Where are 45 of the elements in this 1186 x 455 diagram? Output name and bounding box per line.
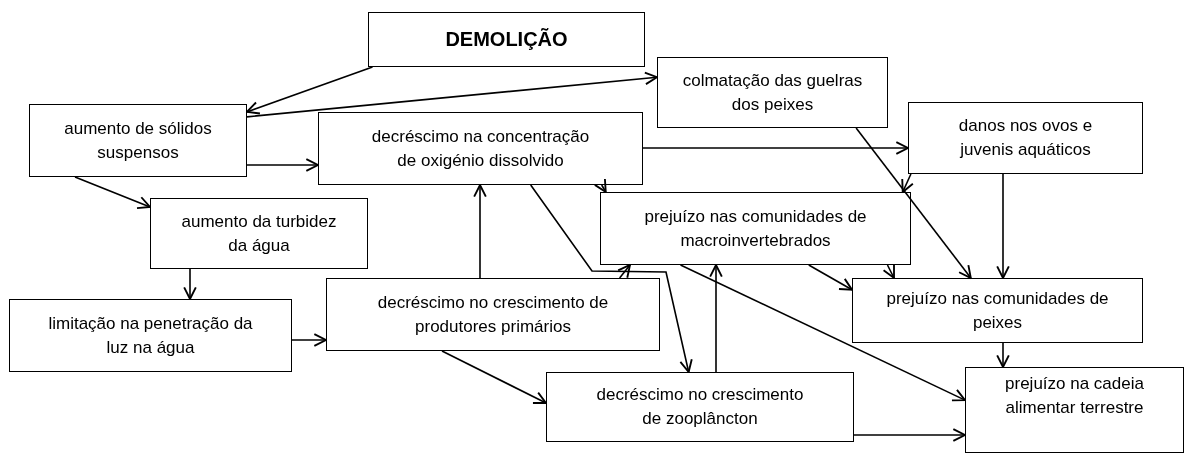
box-label: decréscimo no crescimento de produtores primários [376,291,610,338]
process-box [318,112,643,185]
box-label: prejuízo nas comunidades de macroinvertebrados [643,205,868,252]
arrow [855,127,972,279]
arrow [807,264,853,291]
arrow [529,184,693,373]
process-box [29,104,247,177]
box-label: aumento da turbidez da água [180,210,338,257]
process-box [9,299,292,372]
arrow [74,176,151,209]
process-box [326,278,660,351]
process-box [368,12,645,67]
process-box [546,372,854,442]
arrow [679,264,966,402]
arrow [882,264,895,279]
process-box [600,192,911,265]
box-label: DEMOLIÇÃO [444,27,569,52]
box-label: colmatação das guelras dos peixes [681,69,864,116]
box-label: prejuízo na cadeia alimentar terrestre [1004,373,1145,419]
box-label: danos nos ovos e juvenis aquáticos [957,115,1094,161]
arrow [473,184,487,279]
arrow [246,66,374,115]
arrow [246,158,319,172]
box-label: decréscimo no crescimento de zooplâncton [595,384,805,430]
arrow [642,141,909,155]
process-box [657,57,888,128]
arrow [901,173,914,193]
arrow [709,264,723,373]
arrow [291,333,327,347]
arrow [441,350,547,404]
process-box [852,278,1143,343]
box-label: aumento de sólidos suspensos [63,117,213,164]
arrow [246,71,658,118]
process-box [150,198,368,269]
process-box [965,367,1184,453]
arrow [183,268,197,300]
process-box [908,102,1143,174]
arrow [853,428,966,442]
arrow [996,173,1010,279]
box-label: prejuízo nas comunidades de peixes [885,287,1110,334]
box-label: limitação na penetração da luz na água [47,312,254,359]
box-label: decréscimo na concentração de oxigénio dissolvido [370,125,591,172]
arrow [593,178,607,193]
arrow [996,342,1010,368]
arrow [617,264,631,279]
